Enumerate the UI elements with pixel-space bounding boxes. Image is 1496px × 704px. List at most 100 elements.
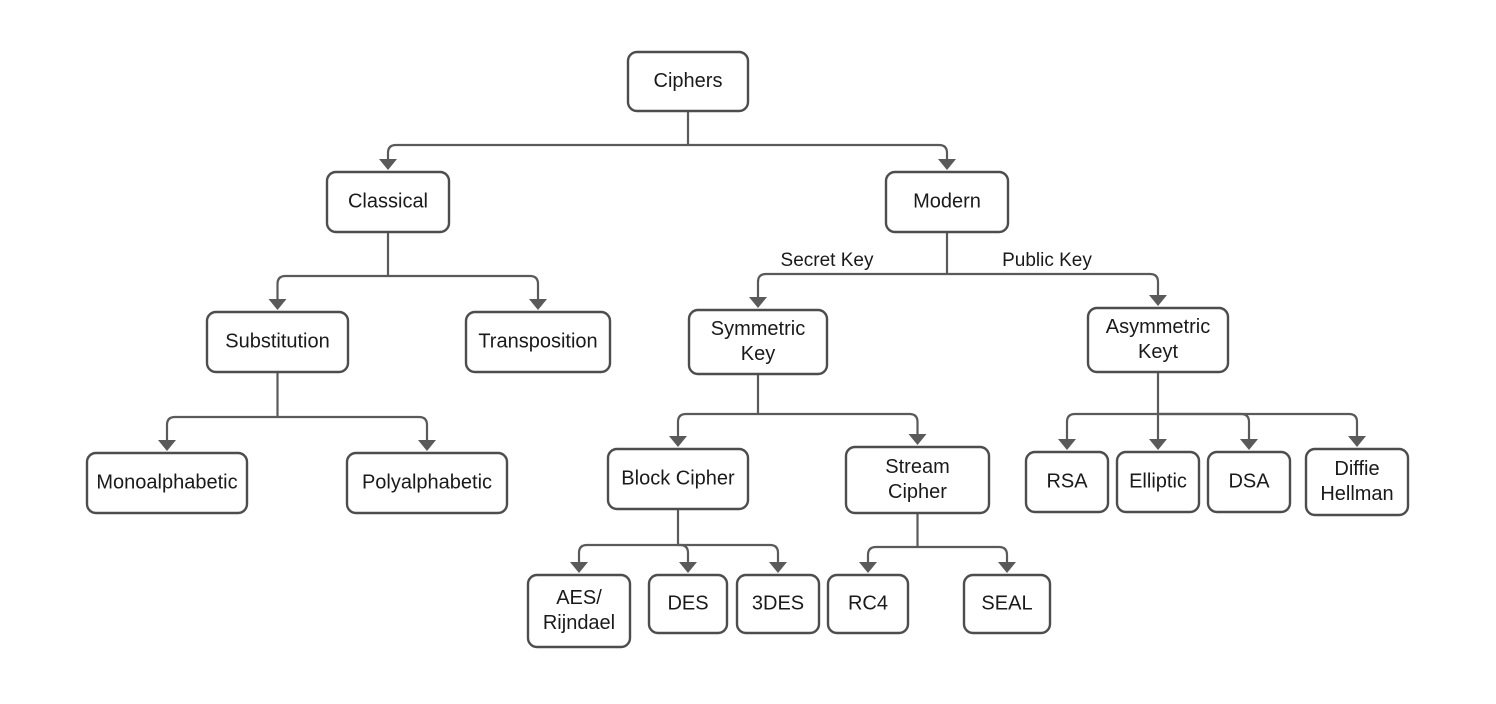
node-label-elliptic: Elliptic <box>1129 470 1187 492</box>
node-transposition[interactable]: Transposition <box>464 310 612 374</box>
node-blockcipher[interactable]: Block Cipher <box>606 447 750 511</box>
node-box-monoalphabetic <box>85 451 249 515</box>
arrow-head-dsa <box>1240 439 1258 450</box>
arrow-head-transposition <box>529 299 547 310</box>
arrow-head-monoalphabetic <box>158 440 176 451</box>
arrow-head-asymmetric <box>1149 295 1167 306</box>
node-label-transposition: Transposition <box>478 330 597 352</box>
node-label-symmetric: Symmetric <box>711 318 805 340</box>
node-box-dsa <box>1206 450 1292 514</box>
e-classical-substitution <box>276 274 388 299</box>
node-monoalphabetic[interactable]: Monoalphabetic <box>85 451 249 515</box>
arrow-head-elliptic <box>1149 439 1167 450</box>
arrow-head-rsa <box>1058 439 1076 450</box>
e-block-3des <box>678 543 780 562</box>
node-polyalphabetic[interactable]: Polyalphabetic <box>345 451 509 515</box>
node-substitution[interactable]: Substitution <box>205 310 350 374</box>
node-label-des: DES <box>667 592 708 614</box>
node-label-asymmetric: Keyt <box>1138 341 1178 363</box>
node-box-streamcipher <box>844 445 991 515</box>
arrow-head-substitution <box>268 299 287 310</box>
node-rc4[interactable]: RC4 <box>826 573 910 635</box>
node-label-aes: Rijndael <box>543 612 615 634</box>
arrow-head-rc4 <box>859 562 877 573</box>
node-label-modern: Modern <box>913 190 981 212</box>
node-classical[interactable]: Classical <box>325 170 451 234</box>
node-label-diffiehellman: Hellman <box>1320 483 1393 505</box>
node-aes[interactable]: AES/Rijndael <box>526 573 632 649</box>
node-label-substitution: Substitution <box>225 330 330 352</box>
arrow-head-aes <box>570 562 588 573</box>
node-label-streamcipher: Stream <box>885 456 949 478</box>
arrow-head-streamcipher <box>908 434 927 445</box>
e-modern-asymmetric <box>947 272 1160 295</box>
node-label-asymmetric: Asymmetric <box>1106 316 1210 338</box>
node-box-modern <box>884 170 1010 234</box>
node-box-seal <box>962 573 1052 635</box>
arrow-head-blockcipher <box>669 436 687 447</box>
node-label-monoalphabetic: Monoalphabetic <box>96 471 237 493</box>
node-dsa[interactable]: DSA <box>1206 450 1292 514</box>
node-label-rsa: RSA <box>1046 470 1088 492</box>
edge-labels-layer: Secret Key Public Key <box>781 250 1093 271</box>
node-label-rc4: RC4 <box>848 592 888 614</box>
node-label-diffiehellman: Diffie <box>1334 458 1379 480</box>
node-box-symmetric <box>687 308 829 376</box>
node-box-diffiehellman <box>1304 447 1410 517</box>
node-box-aes <box>526 573 632 649</box>
node-label-aes: AES/ <box>556 587 602 609</box>
edges-layer <box>158 111 1366 573</box>
node-box-transposition <box>464 310 612 374</box>
node-modern[interactable]: Modern <box>884 170 1010 234</box>
arrow-head-diffiehellman <box>1348 436 1366 447</box>
node-elliptic[interactable]: Elliptic <box>1115 450 1201 514</box>
arrow-head-tripledes <box>769 562 787 573</box>
e-stream-rc4 <box>866 545 918 562</box>
node-box-polyalphabetic <box>345 451 509 515</box>
e-block-des <box>678 543 690 562</box>
node-box-elliptic <box>1115 450 1201 514</box>
node-des[interactable]: DES <box>647 573 729 635</box>
node-tripledes[interactable]: 3DES <box>735 573 821 635</box>
node-label-ciphers: Ciphers <box>654 70 723 92</box>
node-label-dsa: DSA <box>1228 470 1270 492</box>
node-label-symmetric: Key <box>741 343 775 365</box>
e-asym-diffie <box>1158 412 1359 436</box>
node-box-des <box>647 573 729 635</box>
node-box-substitution <box>205 310 350 374</box>
node-box-classical <box>325 170 451 234</box>
node-box-tripledes <box>735 573 821 635</box>
e-asym-rsa <box>1065 412 1158 439</box>
arrow-head-polyalphabetic <box>418 440 436 451</box>
e-block-aes <box>577 543 678 562</box>
node-ciphers[interactable]: Ciphers <box>626 50 750 113</box>
node-label-streamcipher: Cipher <box>888 481 947 503</box>
node-label-polyalphabetic: Polyalphabetic <box>362 471 492 493</box>
node-rsa[interactable]: RSA <box>1024 450 1110 514</box>
arrow-head-modern <box>938 159 956 170</box>
node-label-blockcipher: Block Cipher <box>621 467 735 489</box>
node-label-classical: Classical <box>348 190 428 212</box>
node-label-tripledes: 3DES <box>752 592 804 614</box>
node-seal[interactable]: SEAL <box>962 573 1052 635</box>
label-public-key: Public Key <box>1002 250 1092 271</box>
node-label-seal: SEAL <box>981 592 1032 614</box>
e-stream-seal <box>917 545 1009 562</box>
e-classical-transposition <box>388 274 540 299</box>
arrow-head-symmetric <box>749 297 767 308</box>
e-sub-poly <box>277 415 429 440</box>
node-box-ciphers <box>626 50 750 113</box>
e-ciphers-modern <box>688 143 949 159</box>
node-box-rsa <box>1024 450 1110 514</box>
e-sub-mono <box>165 415 278 440</box>
e-sym-stream <box>758 412 919 434</box>
e-modern-symmetric <box>756 272 947 297</box>
label-secret-key: Secret Key <box>781 250 874 271</box>
